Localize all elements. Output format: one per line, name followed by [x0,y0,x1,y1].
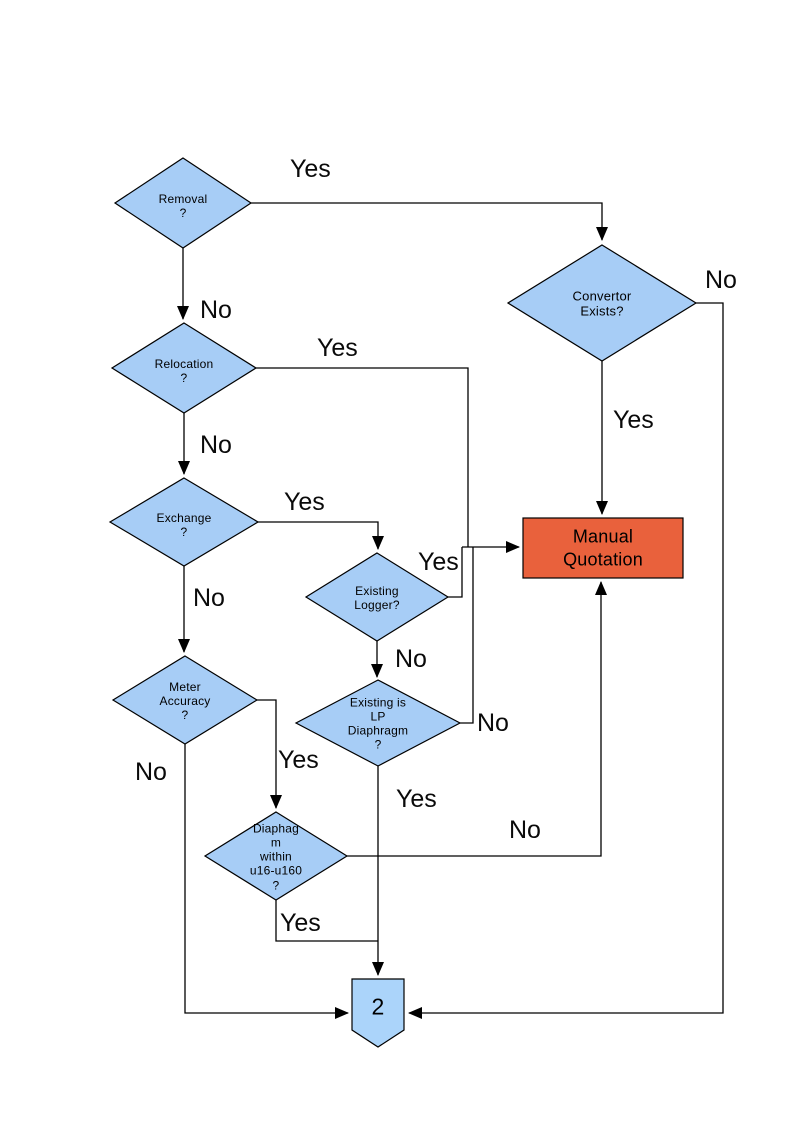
node-removal-shape [113,157,253,249]
edge-diaphragm-yes [275,900,378,942]
edge-label-lp-yes: Yes [396,785,437,813]
edge-label-logger-no: No [395,645,427,673]
edge-label-meter-yes: Yes [278,746,319,774]
edge-label-relocation-no: No [200,431,232,459]
edge-label-removal-yes: Yes [290,155,331,183]
edge-label-lp-no: No [477,709,509,737]
edge-label-diaphragm-yes: Yes [280,909,321,937]
edge-label-logger-yes: Yes [418,548,459,576]
node-label-existing-logger: Existing Logger? [354,583,400,612]
edge-label-relocation-yes: Yes [317,334,358,362]
node-existing-lp-shape [294,679,462,767]
node-label-manual-quotation: Manual Quotation [563,526,643,570]
edge-convertor-no [408,302,724,1019]
node-diaphragm-range-shape [203,811,349,901]
node-label-relocation: Relocation ? [154,356,214,385]
edge-diaphragm-no [347,581,607,857]
edge-label-exchange-yes: Yes [284,488,325,516]
node-label-existing-lp: Existing is LP Diaphragm ? [347,695,409,753]
edge-meter-yes [257,699,282,809]
node-relocation-shape [110,322,258,414]
edge-logger-yes [448,547,463,598]
edge-exchange-yes [258,521,384,550]
node-convertor-shape [506,244,698,362]
node-label-meter-accuracy: Meter Accuracy ? [159,679,211,723]
edge-removal-yes [251,202,608,241]
edge-label-removal-no: No [200,296,232,324]
edge-label-diaphragm-no: No [509,816,541,844]
edge-relocation-yes [256,367,469,547]
node-meter-accuracy-shape [111,655,259,745]
node-label-connector-2: 2 [371,993,385,1020]
node-label-diaphragm-range: Diaphag m within u16-u160 ? [249,821,303,893]
edge-meter-no [184,744,349,1019]
edge-label-convertor-yes: Yes [613,406,654,434]
node-label-exchange: Exchange ? [156,510,212,539]
edge-label-meter-no: No [135,758,167,786]
node-connector-2-shape [351,978,405,1048]
edge-lp-no [460,547,474,724]
edge-label-exchange-no: No [193,584,225,612]
node-existing-logger-shape [304,552,450,642]
edge-label-convertor-no: No [705,266,737,294]
node-label-convertor: Convertor Exists? [572,288,632,319]
node-exchange-shape [108,477,260,567]
node-label-removal: Removal ? [158,191,208,220]
node-manual-quotation-shape [522,517,684,579]
